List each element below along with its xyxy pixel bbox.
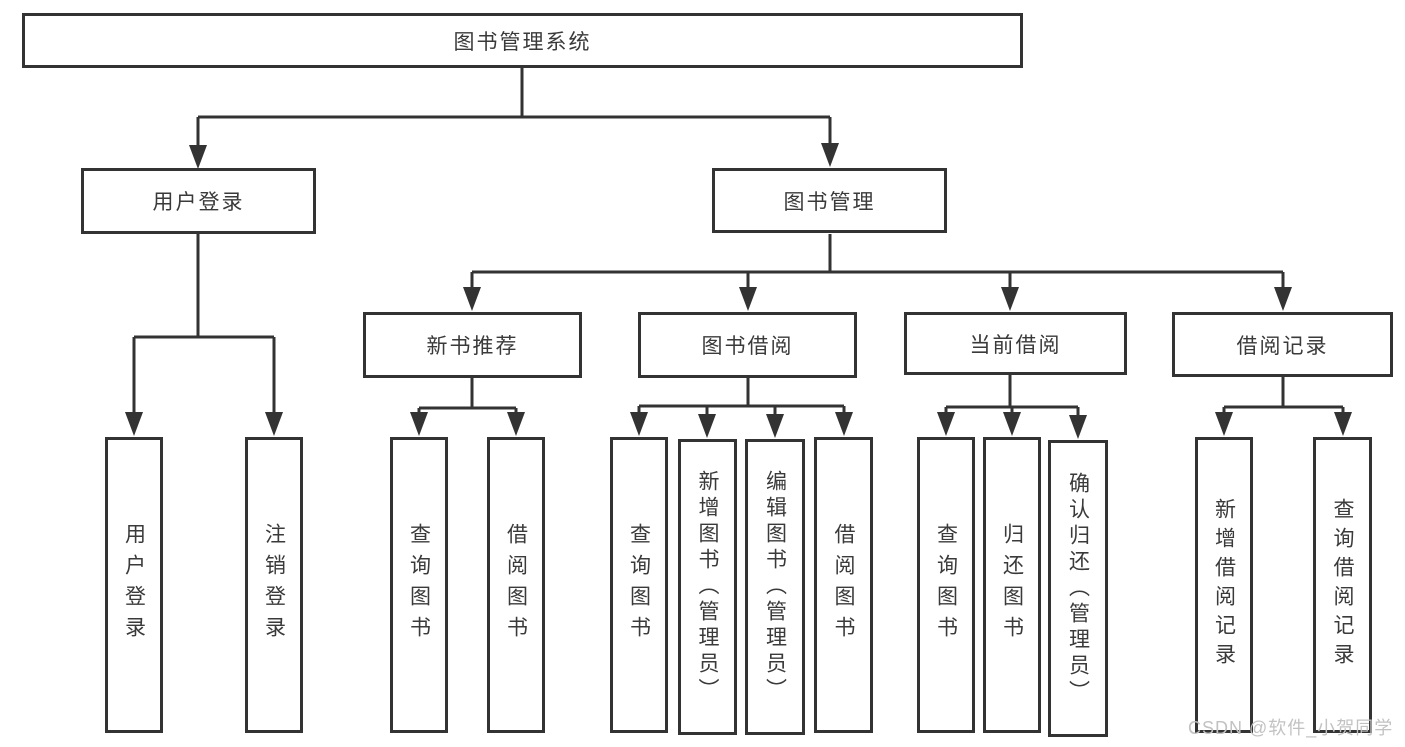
node-label: 注销登录	[262, 523, 286, 647]
node-label: 查询借阅记录	[1331, 498, 1354, 672]
node-label: 借阅记录	[1236, 334, 1329, 358]
node-current-borrow: 当前借阅	[904, 312, 1127, 375]
node-label: 确认归还（管理员）	[1066, 471, 1090, 706]
node-user-login: 用户登录	[81, 168, 316, 234]
node-label: 查询图书	[407, 523, 431, 647]
node-root-library-system: 图书管理系统	[22, 13, 1023, 68]
node-label: 新增图书（管理员）	[696, 470, 719, 704]
node-book-borrow: 图书借阅	[638, 312, 857, 378]
node-label: 图书借阅	[701, 335, 794, 358]
node-label: 查询图书	[934, 523, 958, 647]
node-label: 编辑图书（管理员）	[763, 470, 787, 704]
csdn-watermark: CSDN @软件_小贺同学	[1188, 718, 1394, 738]
node-label: 图书管理系统	[453, 30, 592, 54]
node-label: 借阅图书	[504, 523, 528, 647]
node-label: 当前借阅	[969, 333, 1062, 357]
leaf-logout: 注销登录	[245, 437, 303, 733]
node-label: 归还图书	[1000, 523, 1024, 647]
leaf-record-query-record: 查询借阅记录	[1313, 437, 1372, 733]
node-borrow-record: 借阅记录	[1172, 312, 1393, 377]
node-label: 用户登录	[122, 523, 146, 647]
leaf-borrow-edit-book-admin: 编辑图书（管理员）	[745, 439, 805, 735]
leaf-borrow-borrow-book: 借阅图书	[814, 437, 873, 733]
node-label: 查询图书	[627, 523, 651, 647]
leaf-current-return-book: 归还图书	[983, 437, 1041, 733]
node-label: 新书推荐	[426, 335, 519, 358]
node-book-management: 图书管理	[712, 168, 947, 233]
node-label: 新增借阅记录	[1212, 498, 1236, 672]
leaf-borrow-add-book-admin: 新增图书（管理员）	[678, 439, 737, 735]
leaf-record-add-record: 新增借阅记录	[1195, 437, 1253, 733]
node-label: 图书管理	[783, 190, 876, 214]
node-label: 用户登录	[152, 191, 245, 214]
leaf-newrec-query-book: 查询图书	[390, 437, 448, 733]
leaf-newrec-borrow-book: 借阅图书	[487, 437, 545, 733]
leaf-user-login: 用户登录	[105, 437, 163, 733]
node-label: 借阅图书	[832, 523, 855, 647]
leaf-current-query-book: 查询图书	[917, 437, 975, 733]
node-new-book-recommend: 新书推荐	[363, 312, 582, 378]
leaf-borrow-query-book: 查询图书	[610, 437, 668, 733]
leaf-current-confirm-return-admin: 确认归还（管理员）	[1048, 440, 1108, 737]
